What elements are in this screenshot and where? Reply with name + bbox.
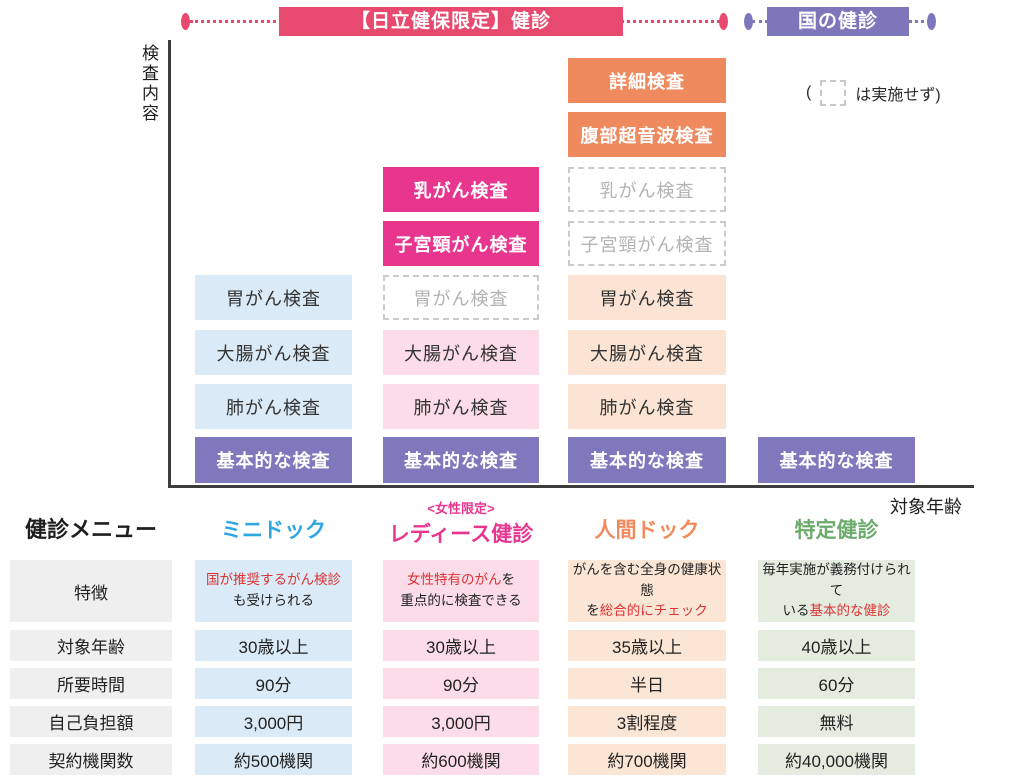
legend-note: は実施せず)	[855, 87, 941, 104]
feature-ladies: 女性特有のがんを 重点的に検査できる	[383, 560, 539, 622]
feature-ningen-line1: がんを含む全身の健康状態	[572, 561, 722, 598]
box-tokutei-basic: 基本的な検査	[758, 437, 915, 483]
count-ladies: 約600機関	[383, 744, 539, 775]
time-ningen: 半日	[568, 668, 726, 699]
feature-minidock-line1: 国が推奨するがん検診	[206, 572, 341, 588]
age-tokutei: 40歳以上	[758, 630, 915, 661]
hitachi-line-right-cap	[719, 13, 728, 30]
feature-tokutei-line1: 毎年実施が義務付けられて	[762, 561, 911, 598]
row-label-cost: 自己負担額	[10, 706, 172, 737]
time-minidock: 90分	[195, 668, 352, 699]
legend-not-performed: ( は実施せず)	[806, 80, 941, 106]
legend-open-paren: (	[806, 84, 812, 101]
national-line-left-cap	[744, 13, 753, 30]
national-banner: 国の健診	[767, 7, 909, 36]
count-minidock: 約500機関	[195, 744, 352, 775]
x-axis-label: 対象年齢	[890, 497, 962, 517]
feature-tokutei: 毎年実施が義務付けられて いる基本的な健診	[758, 560, 915, 622]
age-ladies: 30歳以上	[383, 630, 539, 661]
box-ningen-lung: 肺がん検査	[568, 384, 726, 429]
row-label-feature: 特徴	[10, 560, 172, 622]
box-ladies-basic: 基本的な検査	[383, 437, 539, 483]
row-label-time: 所要時間	[10, 668, 172, 699]
box-ningen-stomach: 胃がん検査	[568, 275, 726, 320]
count-tokutei: 約40,000機関	[758, 744, 915, 775]
feature-ningen-line2-red: 総合的にチェック	[599, 603, 708, 619]
national-line-right-cap	[927, 13, 936, 30]
feature-tokutei-line2-red: 基本的な健診	[809, 603, 891, 619]
hitachi-banner: 【日立健保限定】健診	[279, 7, 623, 36]
feature-ningen: がんを含む全身の健康状態 を総合的にチェック	[568, 560, 726, 622]
box-minidock-stomach: 胃がん検査	[195, 275, 352, 320]
row-label-age: 対象年齢	[10, 630, 172, 661]
y-axis-label: 検査内容	[139, 44, 158, 124]
feature-minidock: 国が推奨するがん検診 も受けられる	[195, 560, 352, 622]
age-minidock: 30歳以上	[195, 630, 352, 661]
box-minidock-colon: 大腸がん検査	[195, 330, 352, 375]
feature-ladies-line2: 重点的に検査できる	[400, 593, 522, 608]
box-minidock-basic: 基本的な検査	[195, 437, 352, 483]
box-ningen-abdominal: 腹部超音波検査	[568, 112, 726, 157]
box-minidock-lung: 肺がん検査	[195, 384, 352, 429]
header-ladies-label: レディース健診	[388, 523, 534, 546]
hitachi-line-left-cap	[181, 13, 190, 30]
feature-ladies-line1-black: を	[501, 572, 516, 588]
box-ladies-colon: 大腸がん検査	[383, 330, 539, 375]
box-ladies-cervical: 子宮頸がん検査	[383, 221, 539, 266]
time-tokutei: 60分	[758, 668, 915, 699]
cost-ningen: 3割程度	[568, 706, 726, 737]
feature-tokutei-line2-black: いる	[782, 603, 810, 619]
header-tokutei: 特定健診	[794, 519, 879, 542]
feature-ningen-line2-black: を	[586, 603, 600, 619]
time-ladies: 90分	[383, 668, 539, 699]
box-ningen-basic: 基本的な検査	[568, 437, 726, 483]
y-axis-line	[168, 40, 171, 488]
cost-ladies: 3,000円	[383, 706, 539, 737]
header-minidock: ミニドック	[221, 519, 326, 542]
box-ningen-detail: 詳細検査	[568, 58, 726, 103]
cost-minidock: 3,000円	[195, 706, 352, 737]
box-ningen-breast-skipped: 乳がん検査	[568, 167, 726, 212]
box-ladies-stomach-skipped: 胃がん検査	[383, 275, 539, 320]
x-axis-line	[168, 485, 974, 488]
feature-ladies-line1-red: 女性特有のがん	[407, 572, 502, 588]
box-ladies-breast: 乳がん検査	[383, 167, 539, 212]
dashed-box-icon	[820, 80, 847, 106]
box-ladies-lung: 肺がん検査	[383, 384, 539, 429]
ladies-women-only-tag: <女性限定>	[427, 501, 495, 516]
feature-minidock-line2: も受けられる	[233, 593, 314, 608]
header-ningen: 人間ドック	[594, 519, 700, 542]
row-label-count: 契約機関数	[10, 744, 172, 775]
menu-row-label: 健診メニュー	[24, 517, 157, 542]
box-ningen-cervical-skipped: 子宮頸がん検査	[568, 221, 726, 266]
age-ningen: 35歳以上	[568, 630, 726, 661]
count-ningen: 約700機関	[568, 744, 726, 775]
box-ningen-colon: 大腸がん検査	[568, 330, 726, 375]
cost-tokutei: 無料	[758, 706, 915, 737]
header-ladies: <女性限定> レディース健診	[383, 498, 539, 548]
